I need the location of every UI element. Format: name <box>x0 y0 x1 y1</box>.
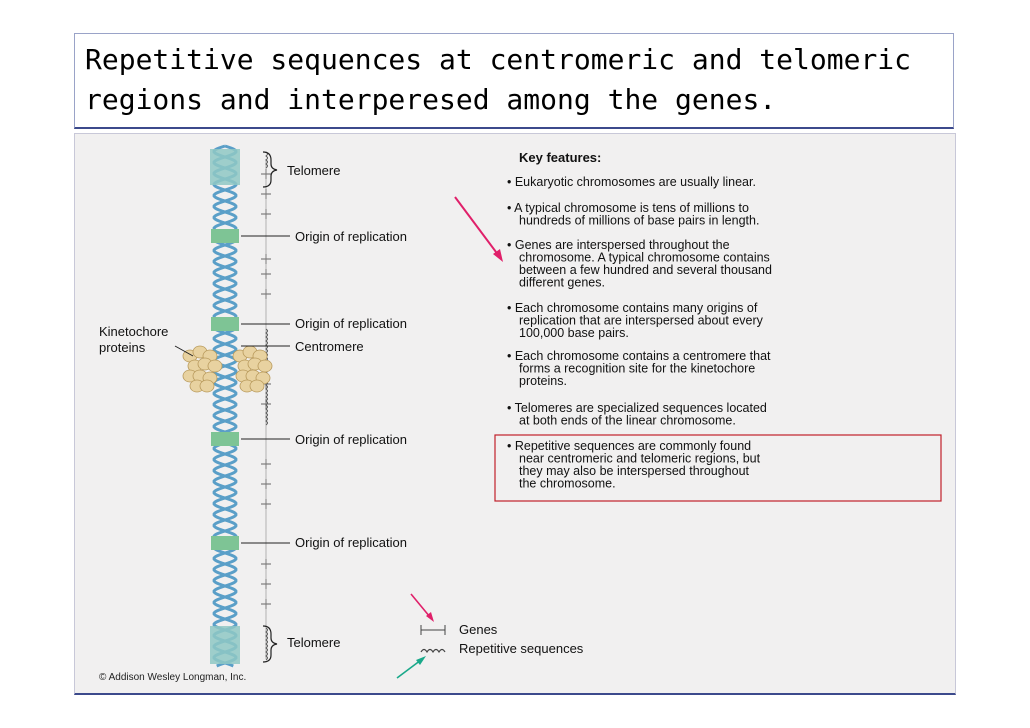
key-feature-line: • A typical chromosome is tens of millio… <box>507 201 749 215</box>
legend-repetitive-label: Repetitive sequences <box>459 641 584 656</box>
key-feature-item: • Eukaryotic chromosomes are usually lin… <box>507 175 756 189</box>
label-origin-1: Origin of replication <box>295 229 407 244</box>
key-feature-line: between a few hundred and several thousa… <box>519 263 772 277</box>
kinetochore-bead <box>257 359 273 373</box>
telomere-top-block <box>210 149 240 185</box>
label-telomere-bottom: Telomere <box>287 635 340 650</box>
key-feature-item: • Telomeres are specialized sequences lo… <box>507 401 767 428</box>
kinetochore-bead <box>249 379 265 393</box>
pink-arrow-genes <box>454 196 500 257</box>
key-feature-line: chromosome. A typical chromosome contain… <box>519 251 770 265</box>
copyright-text: © Addison Wesley Longman, Inc. <box>99 672 246 683</box>
highlight-box <box>494 434 942 502</box>
green-arrow-legend-head <box>416 656 426 665</box>
repetitive-telomere-top <box>265 151 268 169</box>
label-origin-3: Origin of replication <box>295 432 407 447</box>
pink-arrow-legend <box>410 593 431 618</box>
key-feature-line: different genes. <box>519 276 605 290</box>
kinetochore-bead <box>199 379 215 393</box>
label-telomere-top: Telomere <box>287 163 340 178</box>
key-feature-item: • Each chromosome contains many origins … <box>507 301 764 340</box>
key-feature-line: they may also be interspersed throughout <box>519 464 750 478</box>
kinetochore-bead <box>207 359 223 373</box>
chromosome-figure: Telomere Origin of replication Origin of… <box>74 133 956 695</box>
title-box: Repetitive sequences at centromeric and … <box>74 33 954 129</box>
legend-repetitive-symbol <box>420 648 446 654</box>
kinetochore-protein-cluster <box>182 345 273 393</box>
key-feature-line: • Genes are interspersed throughout the <box>507 238 730 252</box>
label-centromere: Centromere <box>295 339 364 354</box>
key-feature-line: • Telomeres are specialized sequences lo… <box>507 401 767 415</box>
green-arrow-legend <box>396 659 422 679</box>
key-feature-line: • Repetitive sequences are commonly foun… <box>507 439 751 453</box>
key-feature-line: • Each chromosome contains many origins … <box>507 301 758 315</box>
key-feature-item: • Each chromosome contains a centromere … <box>507 349 771 388</box>
key-feature-item: • Repetitive sequences are commonly foun… <box>507 439 761 491</box>
key-feature-line: hundreds of millions of base pairs in le… <box>519 214 759 228</box>
dna-double-helix <box>212 144 238 668</box>
origin-block-3 <box>211 432 239 446</box>
telomere-bottom-block <box>210 626 240 664</box>
key-features-list: • Eukaryotic chromosomes are usually lin… <box>507 175 772 491</box>
key-feature-line: at both ends of the linear chromosome. <box>519 414 736 428</box>
figure-canvas: Telomere Origin of replication Origin of… <box>99 144 942 683</box>
key-feature-line: proteins. <box>519 374 567 388</box>
key-feature-line: replication that are interspersed about … <box>519 314 764 328</box>
key-feature-line: • Each chromosome contains a centromere … <box>507 349 771 363</box>
pink-arrow-legend-head <box>426 612 434 622</box>
key-feature-line: 100,000 base pairs. <box>519 326 629 340</box>
key-feature-line: • Eukaryotic chromosomes are usually lin… <box>507 175 756 189</box>
legend-genes-label: Genes <box>459 622 498 637</box>
telomere-bottom-brace <box>262 625 278 663</box>
origin-block-4 <box>211 536 239 550</box>
key-feature-line: forms a recognition site for the kinetoc… <box>519 362 755 376</box>
label-origin-4: Origin of replication <box>295 535 407 550</box>
label-origin-2: Origin of replication <box>295 316 407 331</box>
label-kinetochore-1: Kinetochore <box>99 324 168 339</box>
repetitive-telomere-bottom <box>265 627 268 661</box>
kinetochore-leader <box>174 345 194 357</box>
key-feature-line: the chromosome. <box>519 477 616 491</box>
slide-title: Repetitive sequences at centromeric and … <box>85 43 912 116</box>
origin-block-2 <box>211 317 239 331</box>
label-kinetochore-2: proteins <box>99 340 146 355</box>
telomere-top-brace <box>262 151 278 188</box>
origin-block-1 <box>211 229 239 243</box>
key-feature-item: • A typical chromosome is tens of millio… <box>507 201 759 228</box>
key-feature-line: near centromeric and telomeric regions, … <box>519 452 761 466</box>
key-features-heading: Key features: <box>519 150 601 165</box>
pink-arrow-genes-head <box>493 249 503 262</box>
